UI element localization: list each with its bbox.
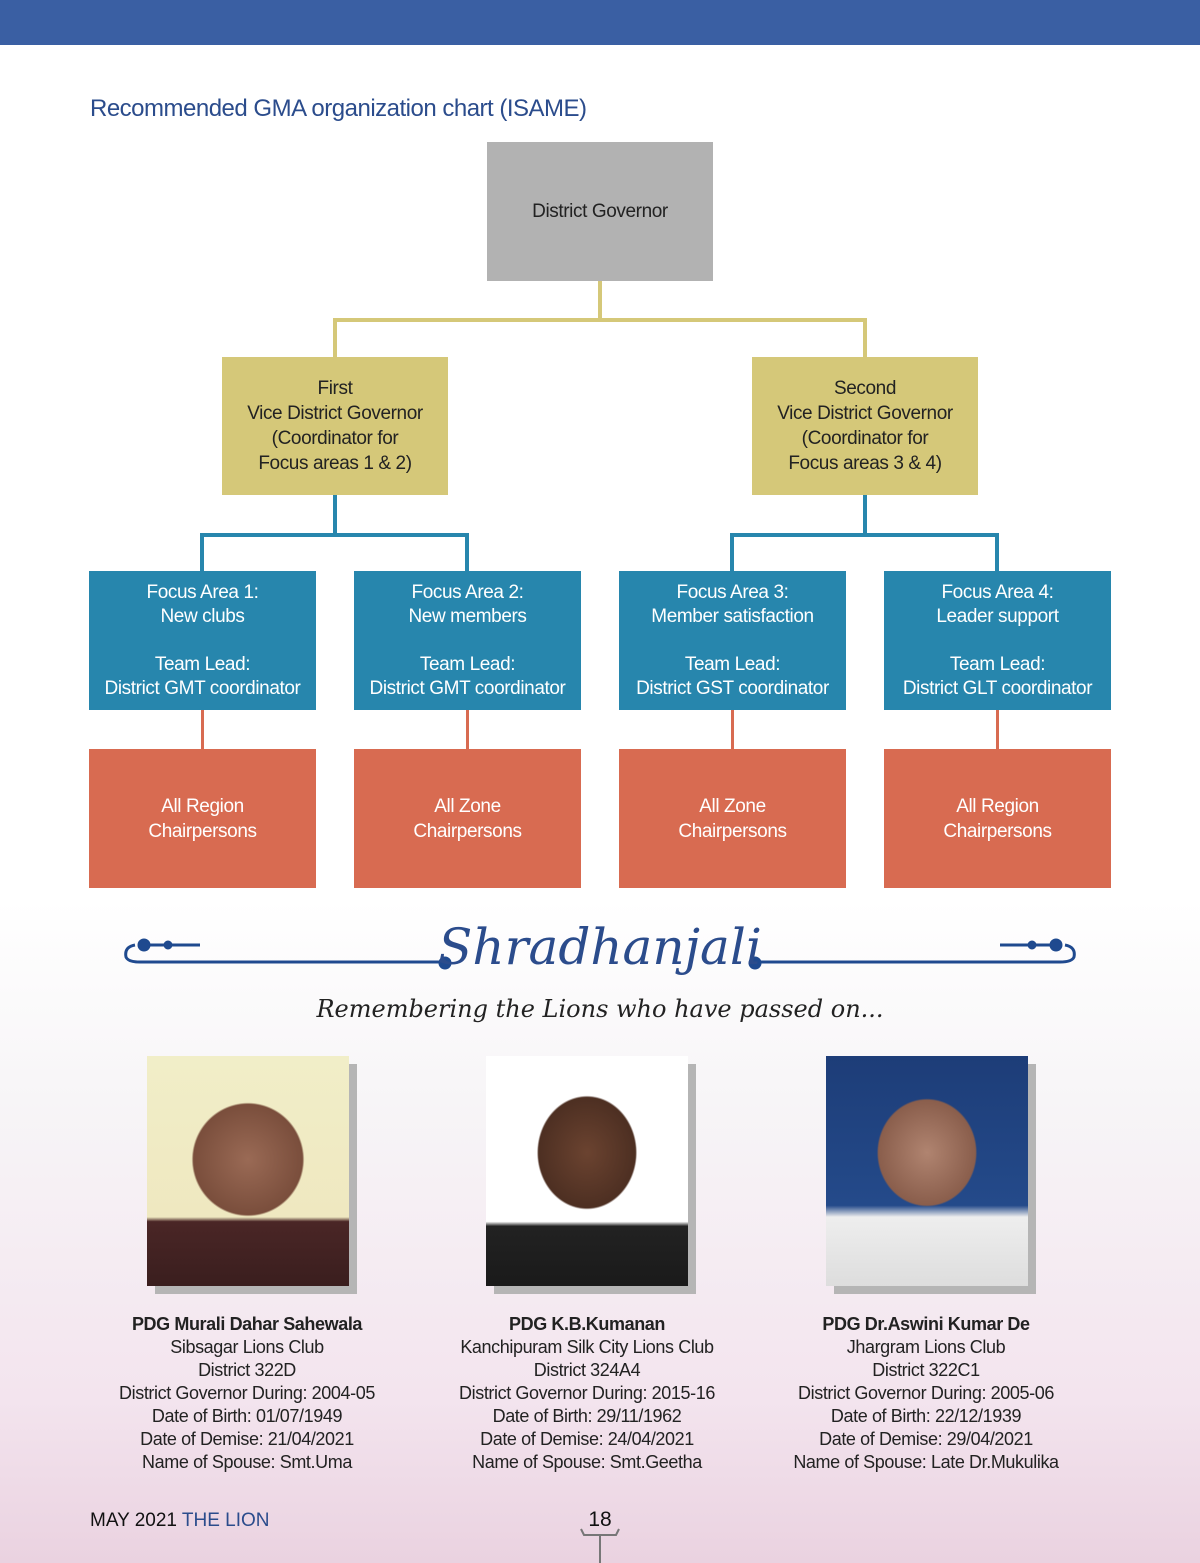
person-club: Sibsagar Lions Club <box>170 1337 324 1357</box>
person-caption: PDG Dr.Aswini Kumar De Jhargram Lions Cl… <box>756 1313 1096 1474</box>
person-dob: Date of Birth: 22/12/1939 <box>830 1406 1022 1426</box>
person-spouse: Name of Spouse: Late Dr.Mukulika <box>793 1452 1059 1472</box>
person-dob: Date of Birth: 01/07/1949 <box>151 1406 343 1426</box>
person-name: PDG K.B.Kumanan <box>508 1314 666 1334</box>
connector <box>863 318 867 358</box>
person-dg-term: District Governor During: 2004-05 <box>119 1383 375 1403</box>
portrait-photo <box>826 1056 1028 1286</box>
ornamental-divider <box>124 938 1076 970</box>
connector <box>200 533 469 537</box>
focus-area-4-box: Focus Area 4: Leader support Team Lead: … <box>884 571 1111 710</box>
person-dg-term: District Governor During: 2005-06 <box>798 1383 1054 1403</box>
shradhanjali-subheading: Remembering the Lions who have passed on… <box>316 995 884 1023</box>
connector <box>333 318 337 358</box>
connector <box>730 533 734 571</box>
connector <box>201 710 204 749</box>
header-band <box>0 0 1200 45</box>
person-district: District 322C1 <box>872 1360 980 1380</box>
portrait-photo <box>147 1056 349 1286</box>
person-club: Kanchipuram Silk City Lions Club <box>460 1337 714 1357</box>
focus-area-1-box: Focus Area 1: New clubs Team Lead: Distr… <box>89 571 316 710</box>
connector <box>333 495 337 535</box>
person-dg-term: District Governor During: 2015-16 <box>459 1383 715 1403</box>
connector <box>996 710 999 749</box>
portrait-photo <box>486 1056 688 1286</box>
footer-magazine: THE LION <box>181 1510 270 1531</box>
chairpersons-box: All Region Chairpersons <box>884 749 1111 888</box>
page-title: Recommended GMA organization chart (ISAM… <box>90 95 587 122</box>
chairpersons-box: All Region Chairpersons <box>89 749 316 888</box>
district-governor-box: District Governor <box>487 142 713 281</box>
person-name: PDG Murali Dahar Sahewala <box>131 1314 363 1334</box>
footer-issue: MAY 2021 THE LION <box>90 1510 270 1532</box>
connector <box>598 281 602 320</box>
person-dod: Date of Demise: 24/04/2021 <box>480 1429 694 1449</box>
person-name: PDG Dr.Aswini Kumar De <box>822 1314 1030 1334</box>
connector <box>200 533 204 571</box>
person-district: District 324A4 <box>533 1360 641 1380</box>
person-dod: Date of Demise: 29/04/2021 <box>819 1429 1033 1449</box>
person-club: Jhargram Lions Club <box>846 1337 1006 1357</box>
footer-month: MAY 2021 <box>90 1510 177 1531</box>
focus-area-2-box: Focus Area 2: New members Team Lead: Dis… <box>354 571 581 710</box>
connector <box>995 533 999 571</box>
person-dod: Date of Demise: 21/04/2021 <box>140 1429 354 1449</box>
chairpersons-box: All Zone Chairpersons <box>354 749 581 888</box>
shradhanjali-heading: Shradhanjali <box>438 918 762 976</box>
first-vdg-box: First Vice District Governor (Coordinato… <box>222 357 448 495</box>
connector <box>730 533 999 537</box>
person-caption: PDG Murali Dahar Sahewala Sibsagar Lions… <box>77 1313 417 1474</box>
person-spouse: Name of Spouse: Smt.Geetha <box>472 1452 702 1472</box>
person-district: District 322D <box>198 1360 296 1380</box>
connector <box>731 710 734 749</box>
page-number: 18 <box>588 1508 612 1531</box>
person-caption: PDG K.B.Kumanan Kanchipuram Silk City Li… <box>417 1313 757 1474</box>
connector <box>465 533 469 571</box>
chairpersons-box: All Zone Chairpersons <box>619 749 846 888</box>
page-number-bracket <box>580 1528 620 1563</box>
focus-area-3-box: Focus Area 3: Member satisfaction Team L… <box>619 571 846 710</box>
connector <box>863 495 867 535</box>
connector <box>466 710 469 749</box>
second-vdg-box: Second Vice District Governor (Coordinat… <box>752 357 978 495</box>
person-spouse: Name of Spouse: Smt.Uma <box>142 1452 352 1472</box>
person-dob: Date of Birth: 29/11/1962 <box>492 1406 682 1426</box>
connector <box>333 318 867 322</box>
